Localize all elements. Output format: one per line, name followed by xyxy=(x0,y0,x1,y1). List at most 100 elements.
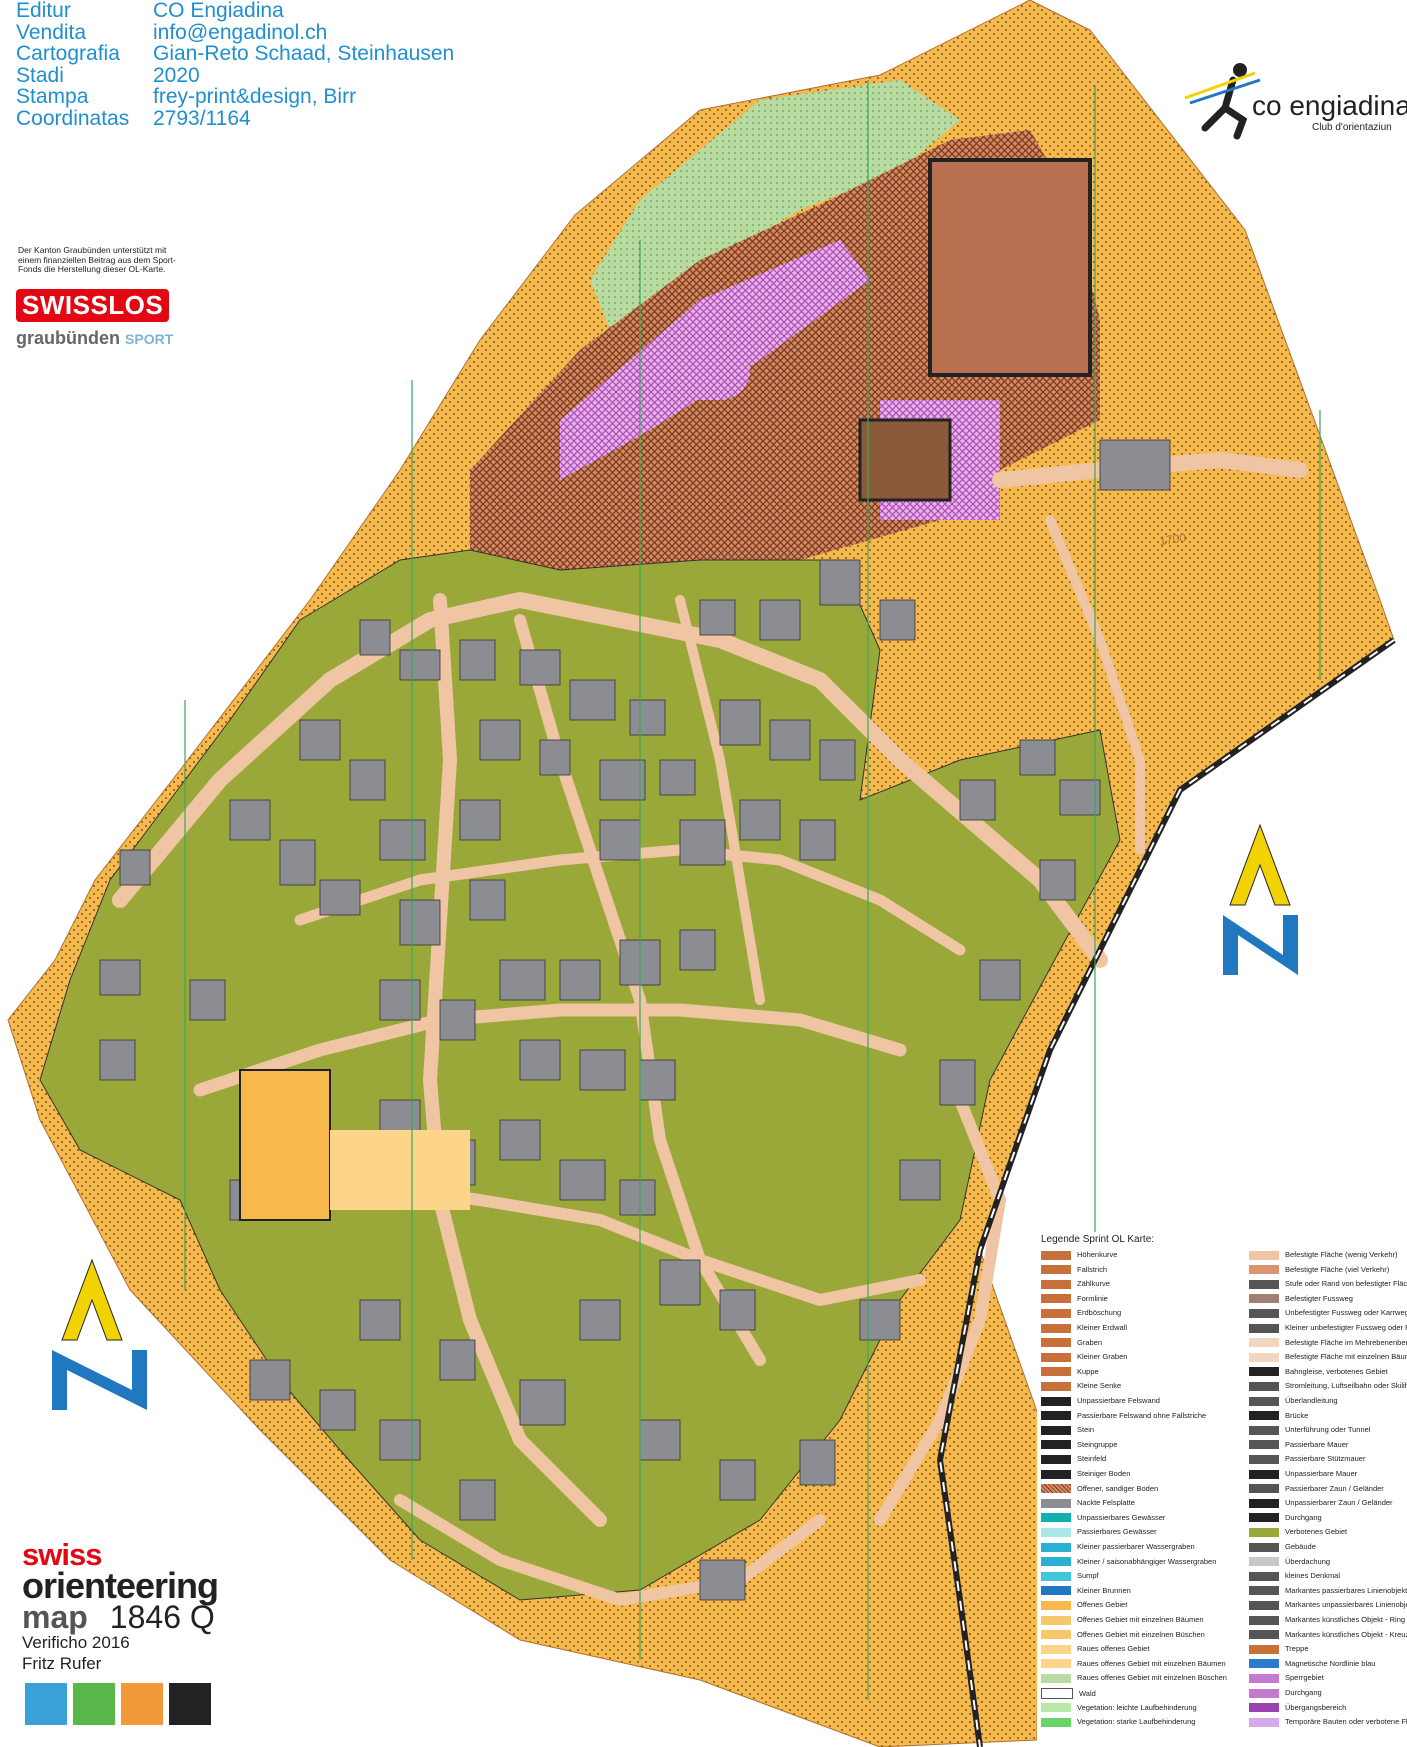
legend-item: Raues offenes Gebiet mit einzelnen Bäume… xyxy=(1041,1659,1226,1669)
legend-item: Sperrgebiet xyxy=(1249,1673,1324,1683)
legend-swatch xyxy=(1249,1615,1279,1625)
legend-item: Steingruppe xyxy=(1041,1440,1117,1450)
legend-item: Unpassierbarer Zaun / Geländer xyxy=(1249,1498,1393,1508)
legend-swatch xyxy=(1249,1338,1279,1348)
legend-swatch xyxy=(1249,1557,1279,1567)
legend-item: Steiniger Boden xyxy=(1041,1469,1130,1479)
legend-item: Offener, sandiger Boden xyxy=(1041,1484,1158,1494)
legend-label: Passierbarer Zaun / Geländer xyxy=(1285,1483,1384,1493)
legend-item: Magnetische Nordlinie blau xyxy=(1249,1659,1375,1669)
imprint-value: frey-print&design, Birr xyxy=(153,85,357,108)
legend-label: Temporäre Bauten oder verbotene Fläche xyxy=(1285,1717,1407,1727)
legend-label: Gebäude xyxy=(1285,1542,1316,1551)
legend-label: Raues offenes Gebiet mit einzelnen Büsch… xyxy=(1077,1673,1227,1683)
legend-item: kleines Denkmal xyxy=(1249,1571,1340,1581)
legend-swatch xyxy=(1249,1469,1279,1479)
so-line-swiss: swiss xyxy=(22,1537,102,1572)
so-map-word: map xyxy=(22,1599,88,1635)
legend-label: Befestigte Fläche im Mehrebenenbereich xyxy=(1285,1337,1407,1347)
legend-item: Höhenkurve xyxy=(1041,1250,1117,1260)
sponsor-text: Der Kanton Graubünden unterstützt mit ei… xyxy=(18,245,176,274)
legend-item: Steinfeld xyxy=(1041,1454,1106,1464)
legend-item: Erdböschung xyxy=(1041,1308,1121,1318)
legend-label: Kleiner Brunnen xyxy=(1077,1585,1131,1595)
imprint-value: Gian-Reto Schaad, Steinhausen xyxy=(153,42,455,65)
legend-label: Passierbare Mauer xyxy=(1285,1439,1349,1449)
legend-label: Befestigter Fussweg xyxy=(1285,1293,1353,1303)
legend-swatch xyxy=(1041,1571,1071,1581)
legend-swatch xyxy=(1041,1717,1071,1727)
legend-item: Kuppe xyxy=(1041,1367,1099,1377)
legend-label: Zählkurve xyxy=(1077,1279,1110,1289)
legend-swatch xyxy=(1041,1688,1073,1699)
legend-swatch xyxy=(1249,1542,1279,1552)
legend-item: Offenes Gebiet mit einzelnen Bäumen xyxy=(1041,1615,1204,1625)
legend-label: Unpassierbare Felswand xyxy=(1077,1396,1160,1405)
legend-swatch xyxy=(1249,1440,1279,1450)
legend-item: Vegetation: leichte Laufbehinderung xyxy=(1041,1703,1197,1713)
legend-swatch xyxy=(1249,1600,1279,1610)
legend-item: Temporäre Bauten oder verbotene Fläche xyxy=(1249,1717,1407,1727)
legend-item: Unpassierbare Mauer xyxy=(1249,1469,1357,1479)
legend-label: Treppe xyxy=(1285,1644,1309,1654)
legend-swatch xyxy=(1041,1469,1071,1479)
legend-label: Stein xyxy=(1077,1425,1095,1435)
legend-swatch xyxy=(1249,1630,1279,1640)
legend-item: Formlinie xyxy=(1041,1294,1108,1304)
contour-label: 1700 xyxy=(1158,530,1187,548)
buildings xyxy=(99,439,1171,1601)
legend-item: Kleiner Graben xyxy=(1041,1352,1127,1362)
legend-label: Überlandleitung xyxy=(1285,1396,1338,1405)
legend-item: Brücke xyxy=(1249,1411,1308,1421)
north-arrow-west xyxy=(52,1258,147,1410)
legend-swatch xyxy=(1041,1527,1071,1537)
legend-swatch xyxy=(1041,1644,1071,1654)
legend-label: Magnetische Nordlinie blau xyxy=(1285,1658,1376,1668)
legend-label: Steiniger Boden xyxy=(1077,1469,1131,1478)
legend-item: Passierbare Stützmauer xyxy=(1249,1454,1365,1464)
legend-label: Durchgang xyxy=(1285,1512,1322,1522)
graubunden-text: graubünden xyxy=(16,328,120,348)
legend-swatch xyxy=(1249,1586,1279,1596)
imprint-value: 2793/1164 xyxy=(153,106,251,130)
legend-label: Verbotenes Gebiet xyxy=(1285,1527,1348,1537)
legend-swatch xyxy=(1041,1352,1071,1362)
legend-label: Offenes Gebiet mit einzelnen Bäumen xyxy=(1077,1615,1204,1624)
club-subtitle: Club d'orientaziun xyxy=(1312,122,1392,133)
legend-swatch xyxy=(1249,1425,1279,1435)
legend-swatch xyxy=(1249,1659,1279,1669)
legend-label: Unpassierbarer Zaun / Geländer xyxy=(1285,1498,1393,1508)
legend-label: Raues offenes Gebiet xyxy=(1077,1644,1150,1654)
legend-label: Kleiner passierbarer Wassergraben xyxy=(1077,1542,1195,1551)
legend-label: Steingruppe xyxy=(1077,1439,1118,1449)
legend-item: Übergangsbereich xyxy=(1249,1703,1346,1713)
legend-item: Überlandleitung xyxy=(1249,1396,1338,1406)
legend-swatch xyxy=(1041,1659,1071,1669)
legend-swatch xyxy=(1041,1294,1071,1304)
legend-label: Brücke xyxy=(1285,1410,1309,1420)
legend-item: Raues offenes Gebiet mit einzelnen Büsch… xyxy=(1041,1673,1227,1683)
legend-swatch xyxy=(1249,1308,1279,1318)
imprint-label: Vendita xyxy=(16,20,87,44)
legend-label: Steinfeld xyxy=(1077,1454,1107,1464)
restricted-area-track xyxy=(660,330,750,400)
so-line-orienteering: orienteering xyxy=(22,1565,219,1606)
legend-swatch xyxy=(1041,1367,1071,1377)
legend-swatch xyxy=(1041,1703,1071,1713)
legend-swatch xyxy=(1041,1308,1071,1318)
legend-swatch xyxy=(1041,1513,1071,1523)
logo-square-green xyxy=(73,1683,115,1725)
club-name: co engiadina xyxy=(1252,90,1407,121)
legend-item: Markantes künstliches Objekt - Ring xyxy=(1249,1615,1405,1625)
north-arrow-east xyxy=(1223,823,1298,975)
legend-label: Wald xyxy=(1079,1688,1096,1698)
legend-label: Markantes künstliches Objekt - Ring xyxy=(1285,1615,1406,1624)
legend-item: Unpassierbares Gewässer xyxy=(1041,1513,1165,1523)
legend-item: Raues offenes Gebiet xyxy=(1041,1644,1149,1654)
legend-swatch xyxy=(1249,1513,1279,1523)
legend-swatch xyxy=(1249,1381,1279,1391)
